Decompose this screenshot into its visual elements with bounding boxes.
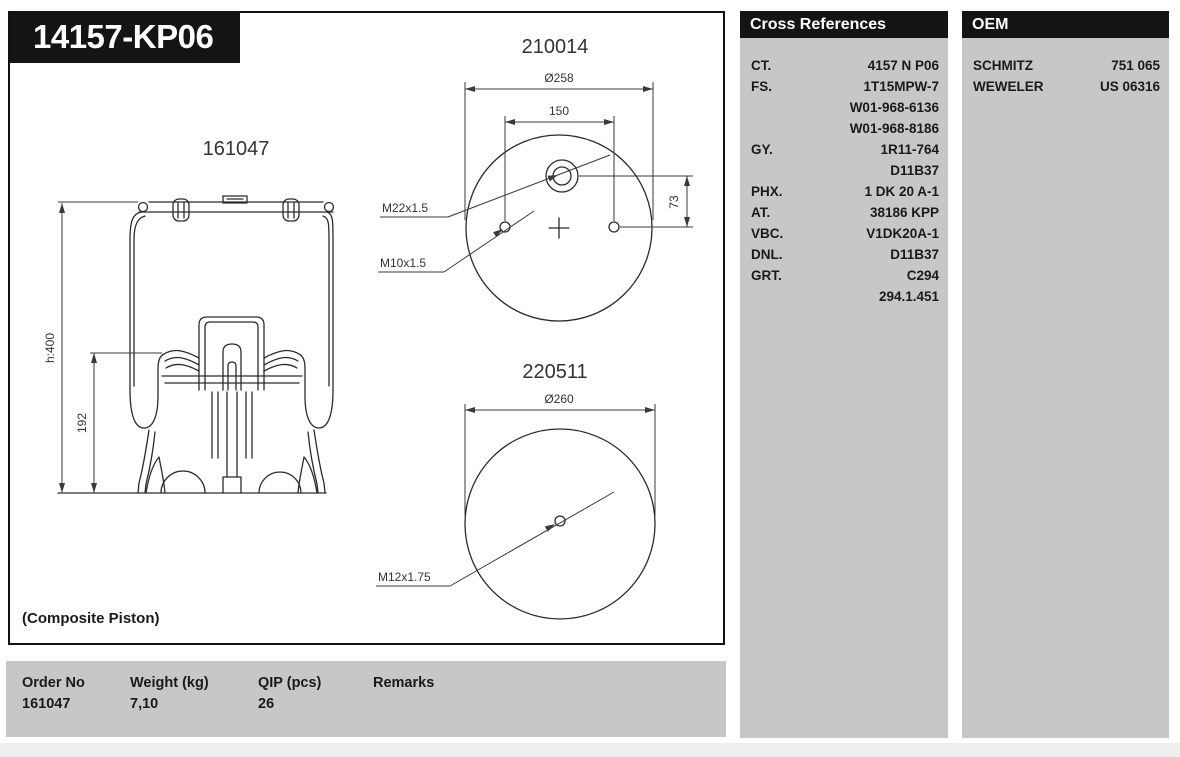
- reference-number: 1R11-764: [880, 142, 939, 157]
- cross-reference-row: AT. 38186 KPP: [740, 202, 948, 223]
- oem-title: OEM: [972, 16, 1009, 33]
- drawing-area: 161047: [8, 11, 725, 645]
- oem-list: SCHMITZ 751 065 WEWELER US 06316: [962, 38, 1169, 738]
- cross-reference-row: W01-968-8186: [740, 118, 948, 139]
- oem-header: OEM: [962, 11, 1169, 38]
- cross-references-list: CT.4157 N P06 FS.1T15MPW-7 W01-968-6136 …: [740, 38, 948, 738]
- reference-number: V1DK20A-1: [866, 226, 939, 241]
- reference-number: D11B37: [890, 163, 939, 178]
- part-number-bar: 14157-KP06: [10, 11, 240, 63]
- remarks-column: Remarks: [373, 673, 434, 715]
- bottom-view-title: 220511: [522, 361, 587, 383]
- cross-reference-row: 294.1.451: [740, 286, 948, 307]
- oem-row: SCHMITZ 751 065: [962, 55, 1169, 76]
- cross-reference-row: FS. 1T15MPW-7: [740, 76, 948, 97]
- cross-reference-row: W01-968-6136: [740, 97, 948, 118]
- bottom-view-diameter-dim: Ø260: [544, 392, 574, 406]
- cross-reference-row: GY. 1R11-764: [740, 139, 948, 160]
- bottom-view-drawing: 220511 Ø260 M12x1.75: [376, 361, 656, 620]
- bolt-thread-label: M12x1.75: [378, 570, 431, 584]
- page-footer-strip: [0, 743, 1180, 757]
- top-view-offset-dim: 73: [667, 195, 681, 209]
- remarks-value: [373, 694, 434, 715]
- part-number: 14157-KP06: [33, 18, 214, 55]
- oem-row: WEWELER US 06316: [962, 76, 1169, 97]
- order-table: Order No 161047 Weight (kg) 7,10 QIP (pc…: [6, 661, 726, 737]
- reference-number: 1 DK 20 A-1: [864, 184, 939, 199]
- side-view-drawing: 161047: [43, 138, 335, 494]
- order-no-column: Order No 161047: [22, 673, 85, 715]
- reference-number: 1T15MPW-7: [863, 79, 940, 94]
- brand-label: AT.: [751, 205, 771, 220]
- cross-references-title: Cross References: [750, 16, 887, 33]
- reference-number: W01-968-8186: [849, 121, 939, 136]
- order-no-value: 161047: [22, 696, 71, 712]
- air-fitting-thread-label: M22x1.5: [382, 201, 428, 215]
- stud-thread-label: M10x1.5: [380, 256, 426, 270]
- oem-brand-label: SCHMITZ: [973, 58, 1033, 73]
- side-view-piston-dim: 192: [75, 413, 89, 433]
- side-view-title: 161047: [203, 138, 270, 160]
- oem-brand-label: WEWELER: [973, 79, 1044, 94]
- top-view-drawing: 210014 Ø258 150: [378, 36, 693, 322]
- reference-number: W01-968-6136: [849, 100, 939, 115]
- weight-header: Weight (kg): [130, 675, 209, 691]
- brand-label: CT.: [751, 58, 772, 73]
- cross-reference-row: DNL. D11B37: [740, 244, 948, 265]
- cross-references-header: Cross References: [740, 11, 948, 38]
- brand-label: VBC.: [751, 226, 784, 241]
- reference-number: D11B37: [890, 247, 939, 262]
- brand-label: GY.: [751, 142, 773, 157]
- cross-reference-row: GRT. C294: [740, 265, 948, 286]
- reference-number: 4157 N P06: [867, 58, 939, 73]
- weight-column: Weight (kg) 7,10: [130, 673, 209, 715]
- remarks-header: Remarks: [373, 675, 435, 691]
- oem-panel: OEM SCHMITZ 751 065 WEWELER US 06316: [962, 11, 1169, 738]
- cross-reference-row: PHX. 1 DK 20 A-1: [740, 181, 948, 202]
- oem-number: US 06316: [1099, 79, 1160, 94]
- top-view-diameter-dim: Ø258: [544, 71, 574, 85]
- weight-value: 7,10: [130, 696, 159, 712]
- cross-reference-row: VBC. V1DK20A-1: [740, 223, 948, 244]
- brand-label: DNL.: [751, 247, 783, 262]
- brand-label: GRT.: [751, 268, 782, 283]
- top-view-title: 210014: [522, 36, 589, 58]
- brand-label: FS.: [751, 79, 773, 94]
- brand-label: PHX.: [751, 184, 783, 199]
- qip-header: QIP (pcs): [258, 675, 322, 691]
- cross-reference-row: D11B37: [740, 160, 948, 181]
- cross-reference-row: CT. 4157 N P06: [740, 55, 948, 76]
- qip-value: 26: [258, 696, 275, 712]
- reference-number: 38186 KPP: [869, 205, 939, 220]
- technical-drawing: 161047: [43, 36, 693, 620]
- top-view-spacing-dim: 150: [549, 104, 569, 118]
- oem-number: 751 065: [1111, 58, 1160, 73]
- side-view-height-dim: h:400: [43, 333, 57, 363]
- cross-references-panel: Cross References CT. 4157 N P06 FS. 1T15MP…: [740, 11, 948, 738]
- qip-column: QIP (pcs) 26: [258, 673, 321, 715]
- reference-number: C294: [906, 268, 939, 283]
- reference-number: 294.1.451: [878, 289, 939, 304]
- order-no-header: Order No: [22, 675, 85, 691]
- composite-piston-note: (Composite Piston): [22, 610, 160, 627]
